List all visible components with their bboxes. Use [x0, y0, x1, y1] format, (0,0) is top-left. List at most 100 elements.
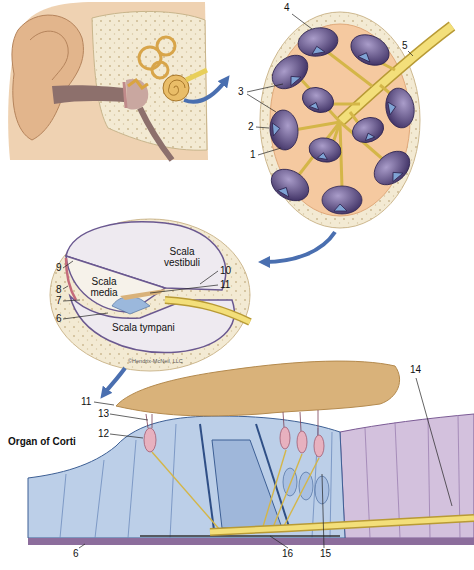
cochlear-nerve	[210, 518, 474, 532]
cochlea	[163, 75, 189, 101]
leader-line	[110, 434, 143, 438]
cochlear-nerve	[165, 300, 250, 322]
deiters-cell	[299, 472, 313, 500]
leader-line	[322, 474, 324, 548]
cell-wall	[128, 440, 136, 538]
leader-line	[63, 286, 68, 289]
callout-number: 11	[81, 396, 91, 407]
cochlear-duct	[334, 204, 347, 211]
basilar-membrane	[28, 538, 474, 545]
cochlear-duct	[388, 168, 402, 182]
callout-number: 9	[56, 262, 62, 273]
callout-number: 2	[248, 121, 254, 132]
region-label: Scala tympani	[112, 322, 175, 333]
callout-number: 6	[56, 313, 62, 324]
callout-number: 11	[220, 279, 230, 290]
cochlea-spiral	[169, 80, 185, 95]
duct-section	[50, 219, 250, 371]
cochlear-duct	[349, 113, 387, 146]
callout-number: 7	[56, 295, 62, 306]
leader-line	[63, 300, 80, 301]
leader-line	[63, 14, 452, 548]
cochlear-duct	[349, 113, 387, 146]
cochlear-duct	[299, 83, 337, 116]
cell-wall	[170, 424, 176, 538]
leader-line	[247, 94, 276, 112]
leader-line	[79, 544, 85, 548]
callout-number: 3	[238, 86, 244, 97]
cochlear-duct	[368, 144, 417, 191]
callout-number: 15	[320, 548, 331, 559]
cochlear-duct	[296, 25, 340, 60]
ossicles	[128, 80, 148, 88]
cochlear-duct	[307, 135, 343, 164]
cochlear-duct	[309, 101, 320, 110]
stereocilia	[146, 414, 148, 428]
cochlear-nerve	[165, 300, 250, 322]
callout-number: 6	[73, 548, 79, 559]
nerve	[330, 103, 360, 106]
cochlear-duct	[318, 152, 329, 160]
callout-number: 12	[98, 428, 109, 439]
leader-line	[150, 285, 218, 293]
head-skin	[8, 2, 208, 160]
cochlear-duct	[266, 163, 315, 207]
cochlear-duct	[307, 135, 343, 164]
nerve-fiber	[282, 458, 319, 530]
cochlear-duct	[322, 186, 362, 214]
eardrum	[124, 82, 126, 108]
tectorial-membrane	[116, 361, 400, 416]
nerve	[294, 26, 452, 188]
semicircular-canal	[152, 62, 168, 78]
cochlear-duct	[278, 184, 293, 197]
stereocilia	[283, 412, 284, 427]
cochlear-duct	[358, 50, 373, 62]
semicircular-canal	[157, 37, 175, 55]
stria-vascularis	[66, 258, 76, 300]
leader-line	[200, 271, 218, 284]
cochlear-duct	[322, 186, 362, 214]
stereocilia	[318, 410, 319, 435]
figure-title: Organ of Corti	[8, 436, 76, 447]
zoom-arrow	[184, 80, 226, 102]
cochlear-duct	[272, 122, 280, 136]
hair-cell	[314, 435, 324, 457]
small-organ	[112, 297, 150, 314]
basilar-line	[140, 535, 340, 537]
copyright-watermark: ©Hendrix-McNeil, LLC	[128, 358, 183, 364]
cochlear-duct	[266, 48, 315, 95]
callout-number: 16	[282, 548, 293, 559]
nerve	[325, 50, 372, 86]
hair-cell	[144, 428, 156, 452]
region-label: Scala vestibuli	[160, 246, 204, 268]
leader-line	[110, 414, 148, 420]
leader-line	[416, 378, 452, 506]
callout-number: 14	[410, 364, 421, 375]
cell-wall	[95, 460, 104, 538]
cochlear-duct	[363, 131, 374, 140]
pillar-cell	[200, 424, 290, 530]
leader-line	[63, 261, 73, 268]
leader-line	[247, 84, 283, 92]
nerve-fiber	[262, 450, 286, 530]
leader-line	[292, 14, 312, 29]
nerve-fiber	[152, 450, 319, 530]
zoom-arrow	[104, 80, 335, 394]
cochlear-duct	[346, 29, 394, 71]
zoom-arrow	[264, 232, 335, 262]
zoom-arrow	[104, 368, 125, 394]
stereocilia	[146, 410, 318, 435]
organ-of-corti	[28, 361, 474, 545]
cochlear-duct	[286, 72, 300, 86]
cochlear-nerve	[210, 518, 474, 532]
leader-line	[270, 536, 288, 548]
cell-wall	[60, 474, 66, 538]
middle-ear	[126, 79, 148, 110]
hair-cell	[280, 427, 290, 449]
tunnel-of-corti	[212, 440, 282, 528]
cochlea-section	[260, 12, 452, 228]
bony-wall	[50, 219, 250, 371]
cochlear-duct	[268, 109, 299, 151]
callout-number: 8	[56, 284, 62, 295]
